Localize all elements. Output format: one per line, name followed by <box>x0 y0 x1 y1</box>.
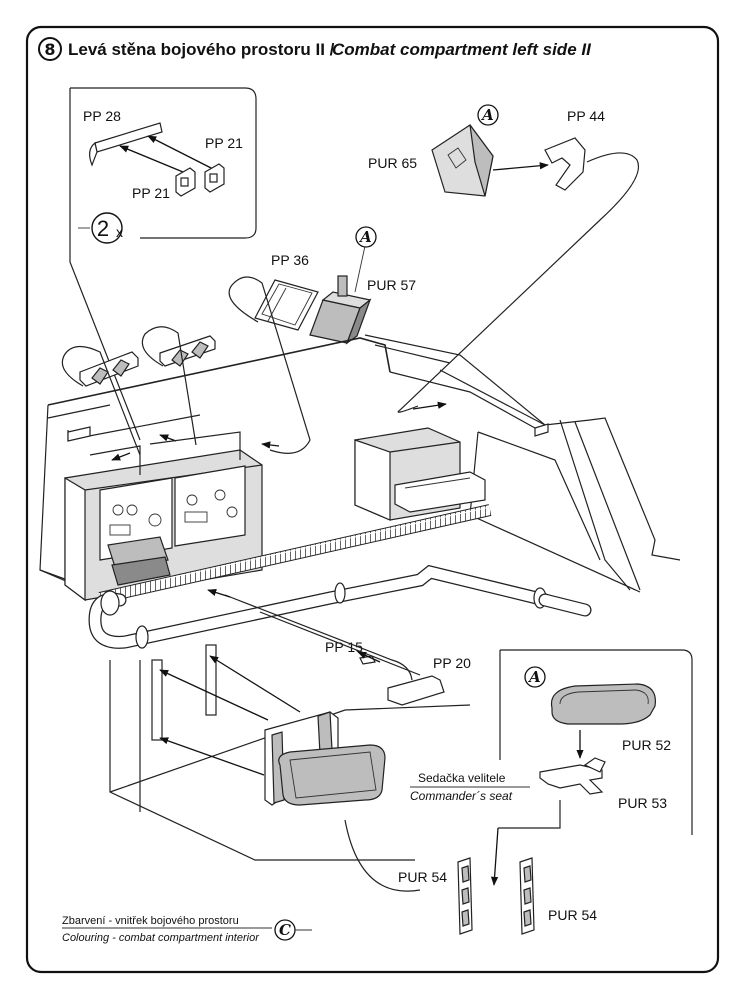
label-pur65: PUR 65 <box>368 155 417 171</box>
label-pp21-a: PP 21 <box>205 135 243 151</box>
label-pur52: PUR 52 <box>622 737 671 753</box>
paint-marker-a-1 <box>355 226 377 248</box>
label-pur57: PUR 57 <box>367 277 416 293</box>
label-pp15: PP 15 <box>325 639 363 655</box>
title-czech: Levá stěna bojového prostoru II / <box>68 40 335 59</box>
wall-plate-left <box>151 659 163 741</box>
compartment-structure <box>39 334 681 861</box>
step-number: 8 <box>44 40 55 59</box>
pur53-part <box>539 764 604 795</box>
pipe <box>88 564 592 649</box>
pp36-frame-part <box>254 279 319 331</box>
inset-pp28-callout: PP 28 PP 21 PP 21 2 x <box>69 87 257 441</box>
seat-cushion-part <box>278 744 386 806</box>
paint-marker-c-label: C <box>279 921 291 939</box>
multiplier-symbol: x <box>116 224 123 240</box>
pp44-part <box>544 137 586 191</box>
box-parts-callout: PUR 65 A PP 44 <box>368 104 639 413</box>
seat-caption-czech: Sedačka velitele <box>418 771 506 785</box>
pur52-part <box>550 683 656 725</box>
radio-right <box>174 465 246 547</box>
radio-units-assembly <box>64 431 263 602</box>
label-pur54-a: PUR 54 <box>398 869 447 885</box>
label-pp21-b: PP 21 <box>132 185 170 201</box>
sheet-border <box>25 25 720 974</box>
multiplier-count: 2 <box>97 216 109 241</box>
wall-plate-right <box>205 644 217 716</box>
pp21-clip-left <box>79 351 139 387</box>
pp15-part <box>359 655 376 665</box>
label-pp28: PP 28 <box>83 108 121 124</box>
label-pp44: PP 44 <box>567 108 605 124</box>
seat-caption-english: Commander´s seat <box>410 789 513 803</box>
label-pur54-b: PUR 54 <box>548 907 597 923</box>
paint-marker-a-2 <box>477 104 499 126</box>
pp21-clip-right <box>159 335 216 367</box>
colour-note-english: Colouring - combat compartment interior <box>62 932 260 944</box>
paint-marker-a-3 <box>524 666 546 688</box>
lower-seat-assembly <box>151 644 421 892</box>
pp20-part <box>387 675 445 706</box>
radio-clips <box>61 326 216 461</box>
pp15-pp20-callout: PP 15 PP 20 <box>207 589 471 706</box>
title-english: Combat compartment left side II <box>332 40 592 59</box>
paint-marker-a-1-label: A <box>358 228 372 246</box>
paint-marker-a-2-label: A <box>480 106 494 124</box>
paint-marker-a-3-label: A <box>527 668 541 686</box>
radio-parts-callout: PP 36 PUR 57 A <box>228 226 416 454</box>
multiplier-badge <box>91 212 123 244</box>
storage-box <box>354 427 486 521</box>
colour-note-czech: Zbarvení - vnitřek bojového prostoru <box>62 915 239 927</box>
label-pp20: PP 20 <box>433 655 471 671</box>
colour-note: Zbarvení - vnitřek bojového prostoru Col… <box>62 915 312 944</box>
commanders-seat-inset: A PUR 52 PUR 53 Sedačka velitele Command… <box>398 649 693 935</box>
step-number-badge <box>38 37 62 61</box>
coiled-cable <box>98 504 492 604</box>
label-pur53: PUR 53 <box>618 795 667 811</box>
label-pp36: PP 36 <box>271 252 309 268</box>
title-block: 8 Levá stěna bojového prostoru II / Comb… <box>38 37 592 61</box>
